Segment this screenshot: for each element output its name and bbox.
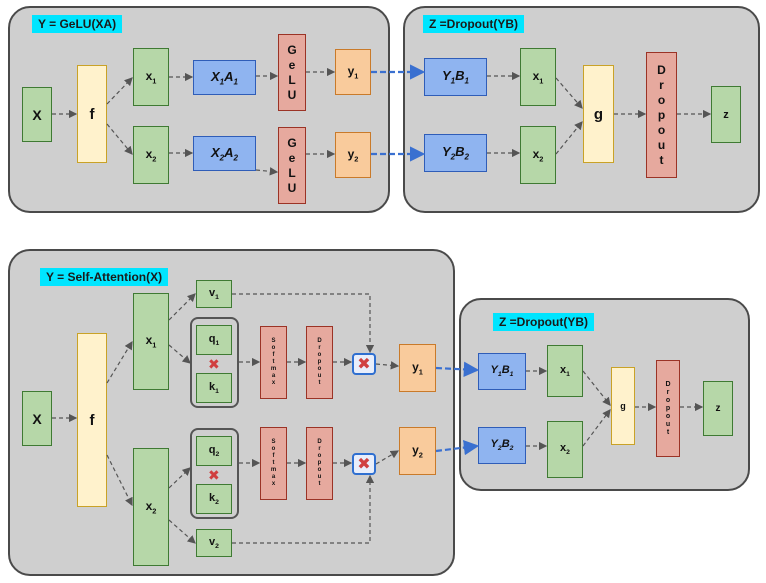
softmax-1-node: Softmax (260, 326, 287, 399)
panel-gelu (8, 6, 390, 213)
sa-dropout-2-node: Dropout (306, 427, 333, 500)
y2b2-node: Y2B2 (424, 134, 487, 172)
sa-split-f-node: f (77, 333, 107, 507)
sa-y2-node: y2 (399, 427, 436, 475)
k1-node: k1 (196, 373, 232, 403)
y1b1-node: Y1B1 (424, 58, 487, 96)
v2-node: v2 (196, 529, 232, 557)
input-x-node: X (22, 87, 52, 142)
top-right-x2-node: x2 (520, 126, 556, 184)
br-merge-g-node: g (611, 367, 635, 445)
multiply-icon: ✖ (208, 356, 220, 372)
br-x1-node: x1 (547, 345, 583, 397)
y1-node: y1 (335, 49, 371, 95)
gelu-1-node: GeLU (278, 34, 306, 111)
panel-self-attention-title: Y = Self-Attention(X) (40, 268, 169, 286)
multiply-icon: ✖ (208, 467, 220, 483)
panel-dropout-bottom-title: Z =Dropout(YB) (493, 313, 594, 331)
output-z-node: z (711, 86, 741, 143)
sa-y1-node: y1 (399, 344, 436, 392)
panel-dropout-top (403, 6, 760, 213)
qk-group-1 (190, 317, 239, 408)
q2-node: q2 (196, 436, 232, 466)
sa-x1-node: x1 (133, 293, 169, 390)
br-dropout-node: Dropout (656, 360, 680, 457)
dropout-top-node: Dropout (646, 52, 677, 178)
br-output-z-node: z (703, 381, 733, 436)
sa-x2-node: x2 (133, 448, 169, 566)
x1a1-node: X1A1 (193, 60, 256, 95)
qk-group-2 (190, 428, 239, 519)
y2-node: y2 (335, 132, 371, 178)
x2a2-node: X2A2 (193, 136, 256, 171)
split-f-node: f (77, 65, 107, 163)
x1-node: x1 (133, 48, 169, 106)
softmax-2-node: Softmax (260, 427, 287, 500)
top-right-x1-node: x1 (520, 48, 556, 106)
q1-node: q1 (196, 325, 232, 355)
sa-input-x-node: X (22, 391, 52, 446)
sa-dropout-1-node: Dropout (306, 326, 333, 399)
panel-dropout-top-title: Z =Dropout(YB) (423, 15, 524, 33)
v1-node: v1 (196, 280, 232, 308)
x2-node: x2 (133, 126, 169, 184)
gelu-2-node: GeLU (278, 127, 306, 204)
merge-g-node: g (583, 65, 614, 163)
multiply-icon: ✖ (352, 353, 376, 375)
multiply-icon: ✖ (352, 453, 376, 475)
panel-gelu-title: Y = GeLU(XA) (32, 15, 123, 33)
br-x2-node: x2 (547, 421, 583, 478)
k2-node: k2 (196, 484, 232, 514)
